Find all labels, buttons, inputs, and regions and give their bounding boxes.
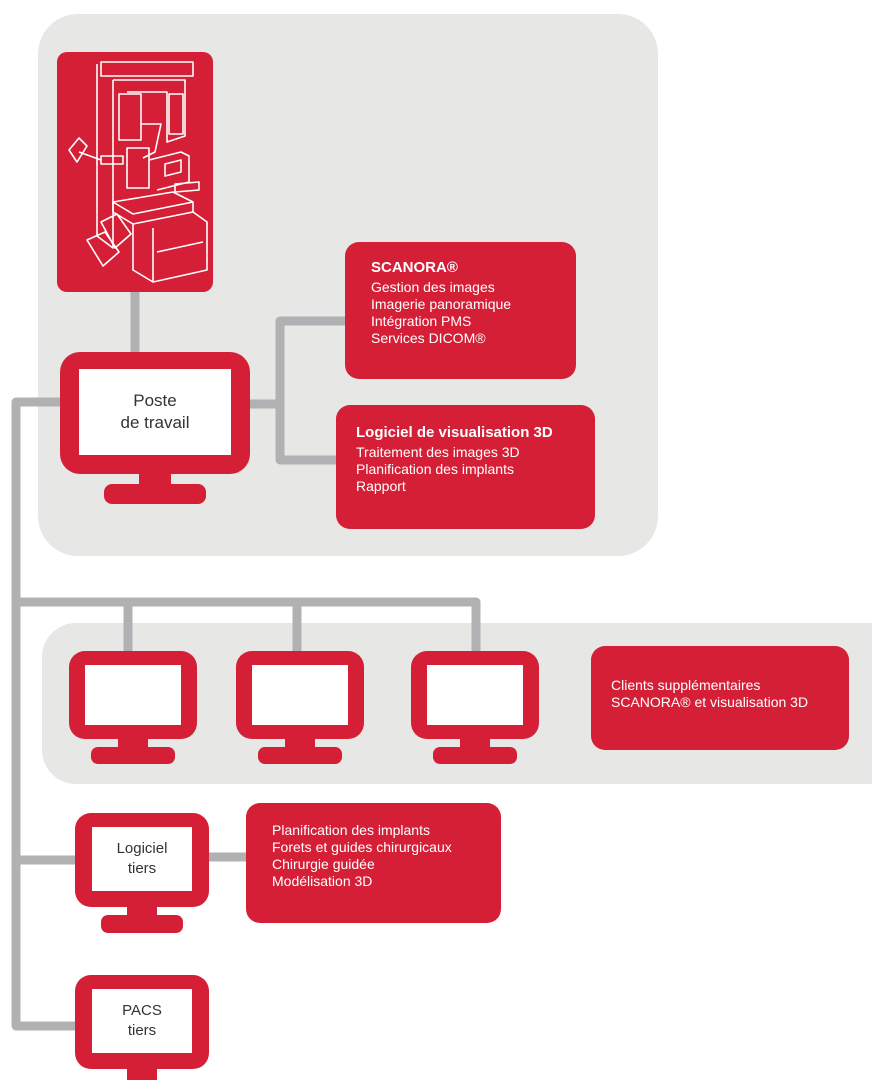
third-party-software-monitor-foot: [101, 915, 183, 933]
main-network-trunk: [11, 397, 80, 1031]
workstation-label-line1: Poste: [133, 391, 177, 410]
workstation-screen: Poste de travail: [79, 369, 231, 455]
clients-label-line: Clients supplémentaires: [611, 677, 761, 693]
third-party-software-label-line2: tiers: [127, 860, 157, 877]
client-monitor-foot: [258, 747, 342, 764]
third-party-feature: Chirurgie guidée: [272, 856, 375, 872]
workstation-monitor: Poste de travail: [60, 352, 250, 512]
scanora-feature: Services DICOM®: [371, 330, 486, 346]
client-monitor-foot: [433, 747, 517, 764]
third-party-feature: Modélisation 3D: [272, 873, 373, 889]
third-party-features-box: Planification des implants Forets et gui…: [246, 803, 501, 923]
client-monitor: [69, 651, 197, 766]
pacs-label-line1: PACS: [122, 1002, 162, 1019]
dental-cbct-scanner: [57, 52, 213, 292]
third-party-feature: Forets et guides chirurgicaux: [272, 839, 452, 855]
software-branch-line: [275, 316, 346, 465]
pacs-screen: PACS tiers: [92, 989, 192, 1053]
client-screen: [427, 665, 523, 725]
viewer-3d-feature: Traitement des images 3D: [356, 444, 520, 460]
clients-label-line: SCANORA® et visualisation 3D: [611, 694, 809, 710]
pacs-label-line2: tiers: [127, 1022, 157, 1039]
third-party-feature: Planification des implants: [272, 822, 430, 838]
scanora-feature: Intégration PMS: [371, 313, 472, 329]
client-monitor-foot: [91, 747, 175, 764]
dental-cbct-scanner-icon: [68, 61, 208, 283]
pacs-monitor: PACS tiers: [75, 975, 209, 1080]
workstation-label-line2: de travail: [120, 413, 190, 432]
workstation-monitor-foot: [104, 484, 206, 504]
additional-clients-box: Clients supplémentaires SCANORA® et visu…: [591, 646, 849, 750]
viewer-3d-feature-box: Logiciel de visualisation 3D Traitement …: [336, 405, 595, 529]
clients-bus-line: [16, 597, 481, 655]
viewer-3d-title: Logiciel de visualisation 3D: [356, 424, 553, 441]
scanora-feature-box: SCANORA® Gestion des images Imagerie pan…: [345, 242, 576, 379]
scanora-feature: Gestion des images: [371, 279, 495, 295]
client-screen: [85, 665, 181, 725]
viewer-3d-feature: Rapport: [356, 478, 406, 494]
scanora-title: SCANORA®: [371, 259, 458, 276]
pacs-monitor-neck: [127, 1069, 157, 1080]
third-party-software-monitor: Logiciel tiers: [75, 813, 209, 938]
third-party-software-label-line1: Logiciel: [116, 840, 168, 857]
scanora-feature: Imagerie panoramique: [371, 296, 512, 312]
client-monitor: [411, 651, 539, 766]
viewer-3d-feature: Planification des implants: [356, 461, 514, 477]
client-monitor: [236, 651, 364, 766]
client-screen: [252, 665, 348, 725]
third-party-software-screen: Logiciel tiers: [92, 827, 192, 891]
